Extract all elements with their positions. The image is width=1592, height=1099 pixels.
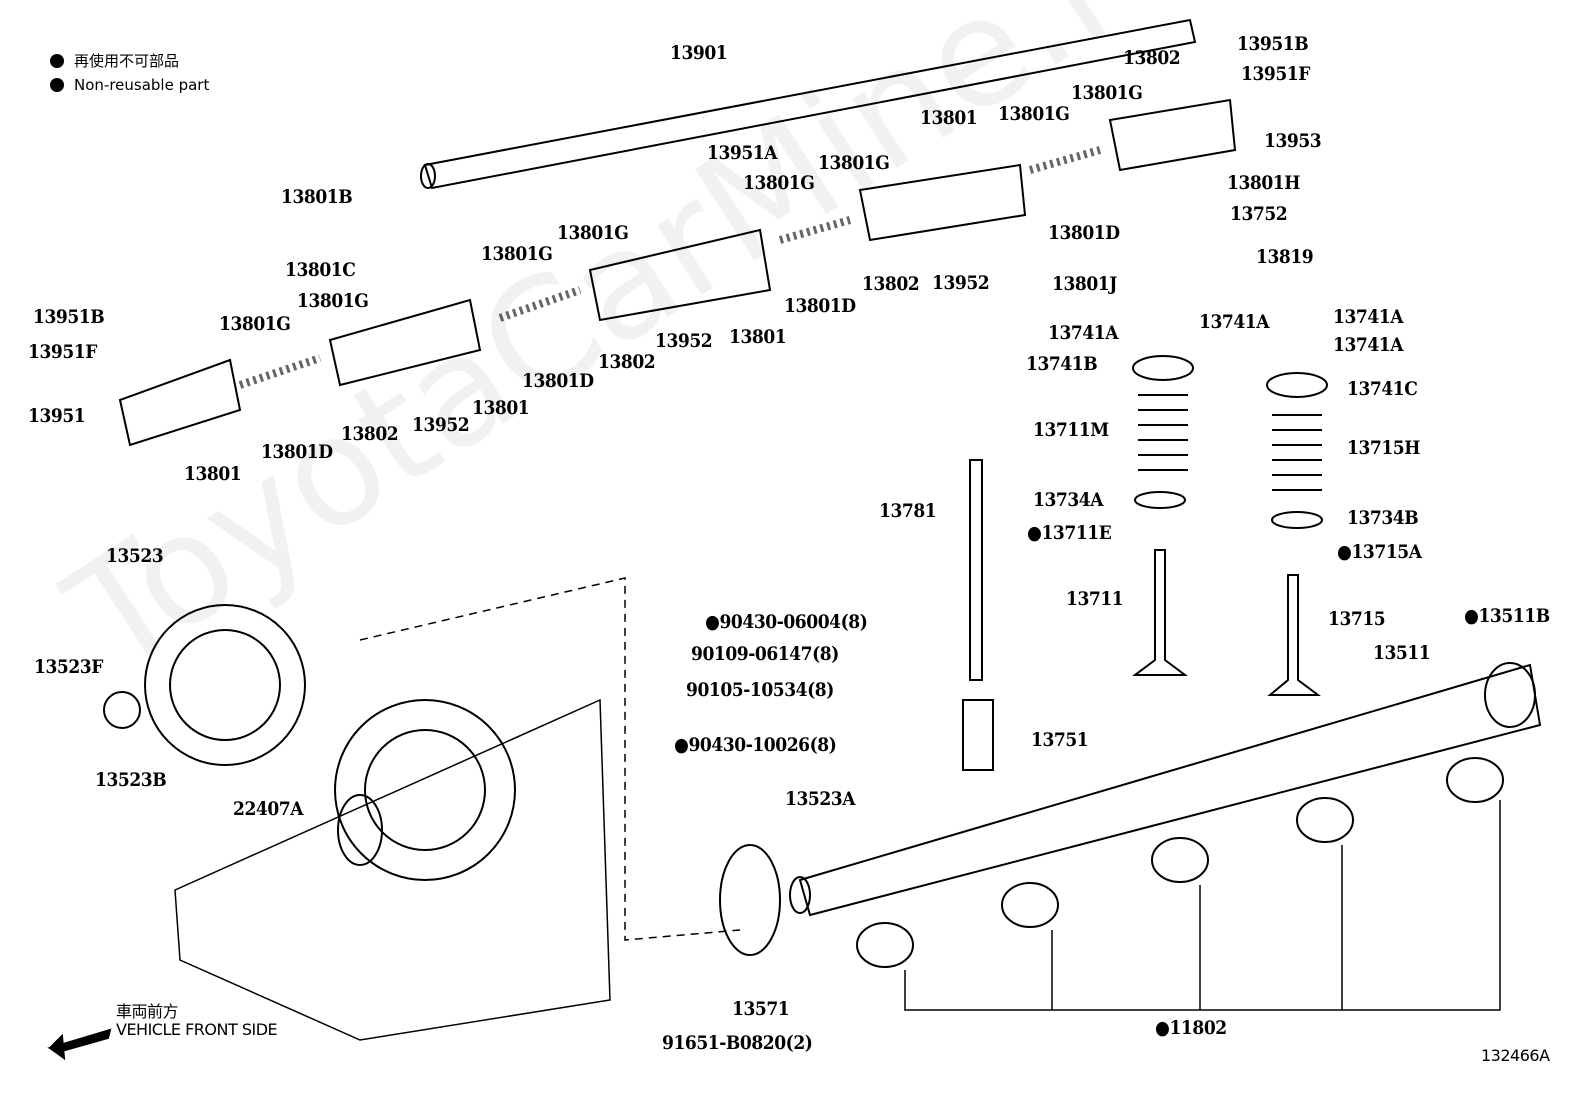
part-number-label: 13571	[732, 998, 790, 1020]
part-number-label: 13801G	[297, 290, 369, 312]
part-number-label: 13801J	[1052, 273, 1117, 295]
part-number-label: 13523	[106, 545, 164, 567]
non-reusable-marker-icon	[50, 78, 64, 92]
part-number-label: 13801G	[1071, 82, 1143, 104]
pushrod-lifter	[962, 459, 994, 771]
part-number-label: 13951F	[1241, 63, 1310, 85]
part-number-label: 13953	[1264, 130, 1322, 152]
part-number-label: 22407A	[233, 798, 304, 820]
front-label-en: VEHICLE FRONT SIDE	[116, 1020, 278, 1039]
part-number-label: 13801G	[481, 243, 553, 265]
rocker-arms	[118, 98, 1237, 447]
part-number-label: 13523B	[95, 769, 167, 791]
rocker-shaft	[420, 18, 1197, 190]
part-number-label: 13523A	[785, 788, 856, 810]
part-number-label: 13734A	[1033, 489, 1104, 511]
camshaft	[789, 662, 1542, 917]
part-number-label: 13951B	[1237, 33, 1309, 55]
valve-springs	[1132, 355, 1328, 696]
part-number-label: 13734B	[1347, 507, 1419, 529]
front-label-jp: 車両前方	[116, 1002, 179, 1021]
part-number-label: 13801	[472, 397, 530, 419]
part-number-label: 13801C	[285, 259, 356, 281]
part-number-label: 13802	[862, 273, 920, 295]
part-number-label: 13952	[655, 330, 713, 352]
part-number-label: ●13711E	[1027, 522, 1112, 544]
part-number-label: 13952	[412, 414, 470, 436]
part-number-label: 13741A	[1333, 334, 1404, 356]
part-number-label: 13901	[670, 42, 728, 64]
part-number-label: 13802	[598, 351, 656, 373]
part-number-label: 13801	[920, 107, 978, 129]
part-number-label: 90109-06147(8)	[691, 643, 839, 665]
part-number-label: 13715H	[1347, 437, 1420, 459]
part-number-label: 13801D	[261, 441, 333, 463]
part-number-label: 13801G	[818, 152, 890, 174]
part-number-label: 13801D	[1048, 222, 1120, 244]
thrust-plate	[719, 844, 781, 956]
part-number-label: 13802	[341, 423, 399, 445]
part-number-label: 13801G	[743, 172, 815, 194]
part-number-label: 13819	[1256, 246, 1314, 268]
part-number-label: 13523F	[34, 656, 103, 678]
legend-en-text: Non-reusable part	[74, 76, 210, 94]
part-number-label: 13951A	[707, 142, 778, 164]
part-number-label: 13711	[1066, 588, 1124, 610]
legend-jp: 再使用不可部品	[50, 50, 179, 71]
part-number-label: ●11802	[1155, 1017, 1227, 1039]
part-number-label: 13801G	[998, 103, 1070, 125]
part-number-label: 13741C	[1347, 378, 1418, 400]
non-reusable-marker-icon	[50, 54, 64, 68]
legend-en: Non-reusable part	[50, 76, 209, 94]
part-number-label: 13951F	[28, 341, 97, 363]
part-number-label: 13801H	[1227, 172, 1300, 194]
part-number-label: 91651-B0820(2)	[662, 1032, 813, 1054]
part-number-label: 13951B	[33, 306, 105, 328]
part-number-label: 90105-10534(8)	[686, 679, 834, 701]
part-number-label: ●13715A	[1337, 541, 1422, 563]
part-number-label: 13952	[932, 272, 990, 294]
diagram-id: 132466A	[1481, 1046, 1550, 1065]
gears	[103, 577, 741, 1041]
part-number-label: 13741A	[1333, 306, 1404, 328]
part-number-label: ●13511B	[1464, 605, 1550, 627]
part-number-label: 13801G	[557, 222, 629, 244]
part-number-label: 13951	[28, 405, 86, 427]
cam-bearings	[856, 757, 1504, 1011]
part-number-label: 13741A	[1048, 322, 1119, 344]
part-number-label: 13751	[1031, 729, 1089, 751]
part-number-label: 13741B	[1026, 353, 1098, 375]
part-number-label: 13801B	[281, 186, 353, 208]
part-number-label: 13715	[1328, 608, 1386, 630]
part-number-label: 13752	[1230, 203, 1288, 225]
part-number-label: 13741A	[1199, 311, 1270, 333]
part-number-label: 13711M	[1033, 419, 1109, 441]
part-number-label: 13801	[184, 463, 242, 485]
arrow-left-icon	[47, 1028, 112, 1061]
part-number-label: 13801D	[784, 295, 856, 317]
part-number-label: ●90430-10026(8)	[674, 734, 837, 756]
part-number-label: 13801	[729, 326, 787, 348]
legend-jp-text: 再使用不可部品	[74, 52, 180, 70]
part-number-label: ●90430-06004(8)	[705, 611, 868, 633]
part-number-label: 13781	[879, 500, 937, 522]
part-number-label: 13801D	[522, 370, 594, 392]
part-number-label: 13801G	[219, 313, 291, 335]
part-number-label: 13511	[1373, 642, 1431, 664]
part-number-label: 13802	[1123, 47, 1181, 69]
